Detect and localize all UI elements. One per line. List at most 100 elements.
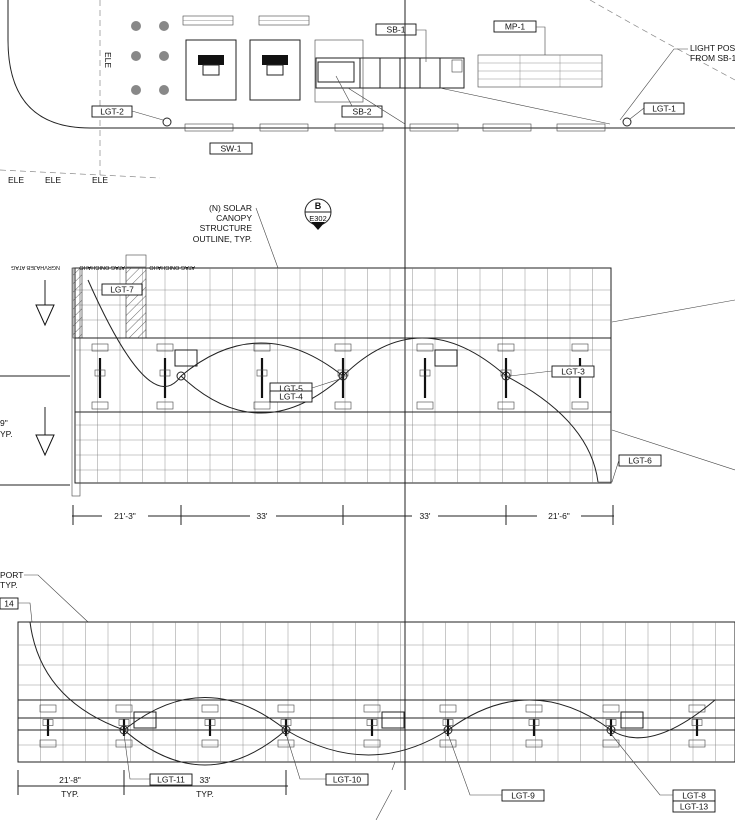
svg-text:LGT-5: LGT-5 xyxy=(279,384,303,394)
svg-text:ATAG ONIGHAHO: ATAG ONIGHAHO xyxy=(149,264,195,270)
svg-text:LGT-1: LGT-1 xyxy=(652,104,676,114)
charger-icon xyxy=(381,711,405,729)
svg-text:ELE: ELE xyxy=(92,175,108,185)
inverter-pads xyxy=(185,39,364,103)
charger-icon xyxy=(620,711,644,729)
upper-lighting-circuit xyxy=(87,279,599,483)
top-vents xyxy=(182,15,310,26)
lower-parking-stalls xyxy=(39,704,706,748)
svg-text:LGT-11: LGT-11 xyxy=(157,775,185,785)
tag-lgt-11: LGT-11 xyxy=(123,733,193,786)
charger-icon xyxy=(434,349,458,367)
svg-text:PORT: PORT xyxy=(0,570,23,580)
svg-text:ATAG ONIGHAHO: ATAG ONIGHAHO xyxy=(79,264,125,270)
svg-text:SW-1: SW-1 xyxy=(220,144,241,154)
fixture-icon xyxy=(602,704,620,713)
svg-text:TYP.: TYP. xyxy=(0,580,18,590)
tag-sw-1: SW-1 xyxy=(209,142,253,155)
fixture-icon xyxy=(277,704,295,713)
fixture-icon xyxy=(416,401,434,410)
charger-icon xyxy=(174,349,198,367)
tag-sb-2: SB-2 xyxy=(335,75,383,118)
fixture-icon xyxy=(363,704,381,713)
svg-text:NGRVHAJEB ATAG: NGRVHAJEB ATAG xyxy=(11,264,60,270)
note-light-pos: LIGHT POS FROM SB-1 xyxy=(619,43,735,121)
svg-text:LGT-9: LGT-9 xyxy=(511,791,535,801)
fixture-icon xyxy=(416,343,434,352)
fixture-icon xyxy=(571,401,589,410)
svg-text:MP-1: MP-1 xyxy=(505,22,526,32)
curb-vents xyxy=(184,123,606,132)
svg-text:LGT-2: LGT-2 xyxy=(100,107,124,117)
fixture-icon xyxy=(363,739,381,748)
fixture-icon xyxy=(115,739,133,748)
lower-dimension-string: 21'-8" TYP. 33' TYP. xyxy=(17,770,288,799)
svg-text:LGT-10: LGT-10 xyxy=(333,775,362,785)
svg-text:LGT-3: LGT-3 xyxy=(561,367,585,377)
upper-dimension-string: 21'-3" 33' 33' 21'-6" xyxy=(72,505,614,525)
fixture-icon xyxy=(201,704,219,713)
fixture-icon xyxy=(201,739,219,748)
svg-text:SB-2: SB-2 xyxy=(353,107,372,117)
fixture-icon xyxy=(253,401,271,410)
svg-text:B: B xyxy=(315,201,322,211)
rotated-stall-notes: NGRVHAJEB ATAG ATAG ONIGHAHO ATAG ONIGHA… xyxy=(11,264,195,270)
svg-text:33': 33' xyxy=(256,511,267,521)
fixture-icon xyxy=(253,343,271,352)
fixture-icon xyxy=(334,401,352,410)
svg-text:FROM SB-1: FROM SB-1 xyxy=(690,53,735,63)
main-panel-mp1 xyxy=(477,54,603,88)
svg-text:ELE: ELE xyxy=(45,175,61,185)
light-pole-lgt-2: LGT-2 xyxy=(91,105,172,127)
svg-text:14: 14 xyxy=(4,599,14,609)
svg-text:(N) SOLAR: (N) SOLAR xyxy=(209,203,252,213)
fixture-icon xyxy=(115,704,133,713)
tag-lgt-9: LGT-9 xyxy=(447,733,545,802)
tag-mp-1: MP-1 xyxy=(493,20,546,55)
svg-text:LGT-8: LGT-8 xyxy=(682,791,706,801)
svg-text:LGT-13: LGT-13 xyxy=(680,802,709,812)
svg-text:TYP.: TYP. xyxy=(61,789,79,799)
fixture-icon xyxy=(156,401,174,410)
fixture-icon xyxy=(39,704,57,713)
tag-lgt-10: LGT-10 xyxy=(285,733,369,786)
svg-text:ELE: ELE xyxy=(8,175,24,185)
section-marker: B E302 xyxy=(304,198,332,230)
svg-text:E302: E302 xyxy=(309,214,327,223)
fixture-icon xyxy=(334,343,352,352)
feeder-conduit xyxy=(347,0,611,790)
canopy-leaders-right xyxy=(611,299,735,471)
fixture-icon xyxy=(91,401,109,410)
lower-leaders xyxy=(375,761,396,820)
svg-text:LGT-6: LGT-6 xyxy=(628,456,652,466)
fixture-icon xyxy=(688,704,706,713)
svg-text:SB-1: SB-1 xyxy=(387,25,406,35)
bollard-dots xyxy=(131,21,169,95)
tag-lgt-3: LGT-3 xyxy=(509,365,595,378)
lower-lighting-circuit xyxy=(29,621,716,766)
note-carport: PORT TYP. xyxy=(0,570,89,623)
tag-sb-1: SB-1 xyxy=(375,23,427,62)
fixture-icon xyxy=(156,343,174,352)
tag-lgt-8: LGT-8 xyxy=(610,733,716,802)
svg-text:21'-8": 21'-8" xyxy=(59,775,81,785)
fixture-icon xyxy=(439,704,457,713)
tag-lgt-14: 14 xyxy=(0,597,33,623)
lower-canopy xyxy=(17,621,735,763)
svg-text:YP.: YP. xyxy=(0,429,13,439)
fixture-icon xyxy=(688,739,706,748)
svg-text:21'-6": 21'-6" xyxy=(548,511,570,521)
svg-text:9": 9" xyxy=(0,418,8,428)
charger-icon xyxy=(133,711,157,729)
svg-text:LGT-4: LGT-4 xyxy=(279,392,303,402)
fixture-icon xyxy=(525,739,543,748)
fixture-icon xyxy=(39,739,57,748)
tag-lgt-13: LGT-13 xyxy=(672,800,716,813)
ele-line-labels: ELE ELE ELE ELE xyxy=(8,52,113,185)
svg-text:LIGHT POS: LIGHT POS xyxy=(690,43,735,53)
svg-text:STRUCTURE: STRUCTURE xyxy=(200,223,253,233)
direction-arrows xyxy=(0,280,70,486)
svg-text:21'-3": 21'-3" xyxy=(114,511,136,521)
light-pole-lgt-1: LGT-1 xyxy=(622,102,685,127)
